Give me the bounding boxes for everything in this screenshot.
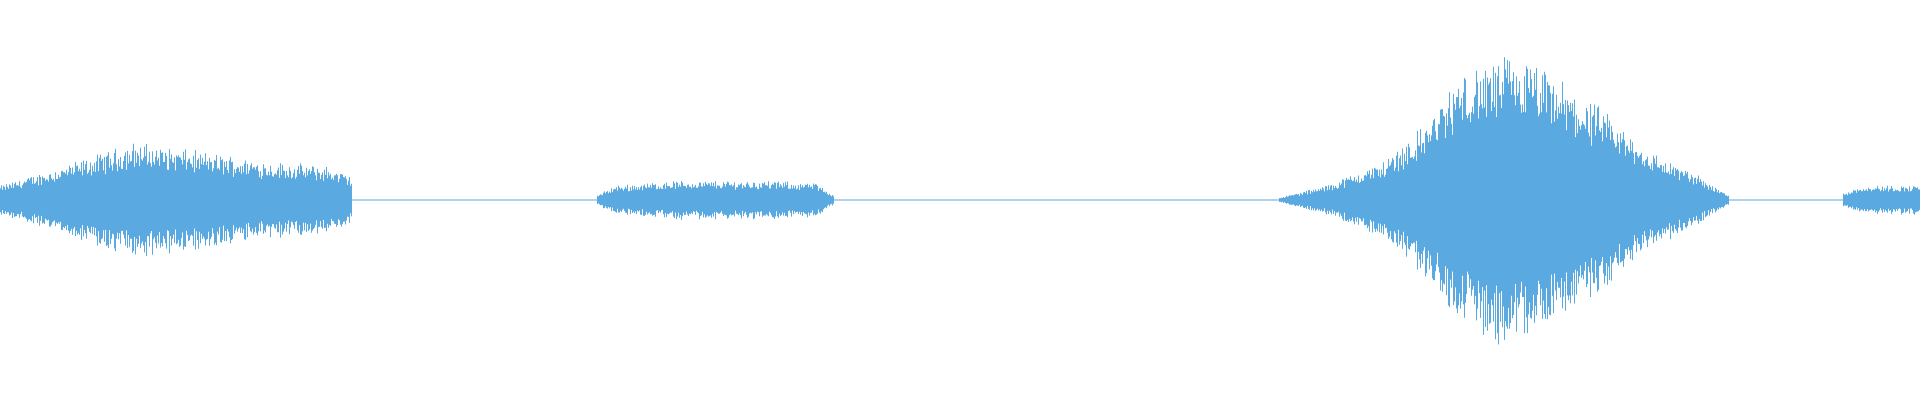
waveform-segment-3 [1279,57,1729,345]
waveform-segment-1 [0,143,352,256]
waveform-segment-4 [1843,185,1920,215]
waveform-segment-2 [597,181,834,220]
waveform-segments [0,57,1920,345]
